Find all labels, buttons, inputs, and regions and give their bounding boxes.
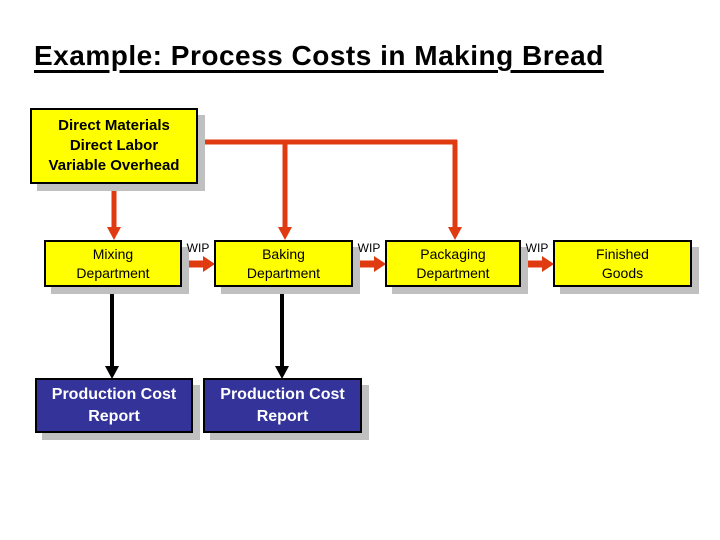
finished-goods-box: Finished Goods	[553, 240, 692, 287]
report-2-label-line1: Production Cost	[220, 386, 345, 403]
finished-goods-label-line1: Finished	[596, 246, 649, 262]
packaging-department-label-line1: Packaging	[420, 246, 486, 262]
packaging-department-box: Packaging Department	[385, 240, 521, 287]
wip-label-1: WIP	[186, 241, 210, 255]
packaging-department-label-line2: Department	[416, 265, 490, 281]
inputs-line-direct-labor: Direct Labor	[69, 137, 159, 154]
wip-label-2: WIP	[357, 241, 381, 255]
mixing-department-box: Mixing Department	[44, 240, 182, 287]
production-cost-report-box-baking: Production Cost Report	[203, 378, 362, 433]
mixing-department-label-line2: Department	[76, 265, 150, 281]
baking-department-label-line1: Baking	[262, 246, 305, 262]
finished-goods-label-line2: Goods	[601, 265, 644, 281]
baking-department-box: Baking Department	[214, 240, 353, 287]
cost-to-mixing-arrowhead-icon	[107, 227, 121, 240]
wip-label-3: WIP	[525, 241, 549, 255]
manufacturing-costs-box: Direct Materials Direct Labor Variable O…	[30, 108, 198, 184]
slide-title: Example: Process Costs in Making Bread	[34, 40, 604, 71]
mixing-department-label-line1: Mixing	[92, 246, 134, 262]
report-1-label-line2: Report	[88, 408, 140, 425]
report-2-label-line2: Report	[256, 408, 309, 425]
production-cost-report-box-mixing: Production Cost Report	[35, 378, 193, 433]
cost-to-baking-arrowhead-icon	[278, 227, 292, 240]
inputs-line-direct-materials: Direct Materials	[58, 117, 170, 134]
cost-to-packaging-arrowhead-icon	[448, 227, 462, 240]
report-1-label-line1: Production Cost	[51, 386, 177, 403]
inputs-line-variable-overhead: Variable Overhead	[48, 157, 180, 174]
baking-department-label-line2: Department	[246, 265, 321, 281]
